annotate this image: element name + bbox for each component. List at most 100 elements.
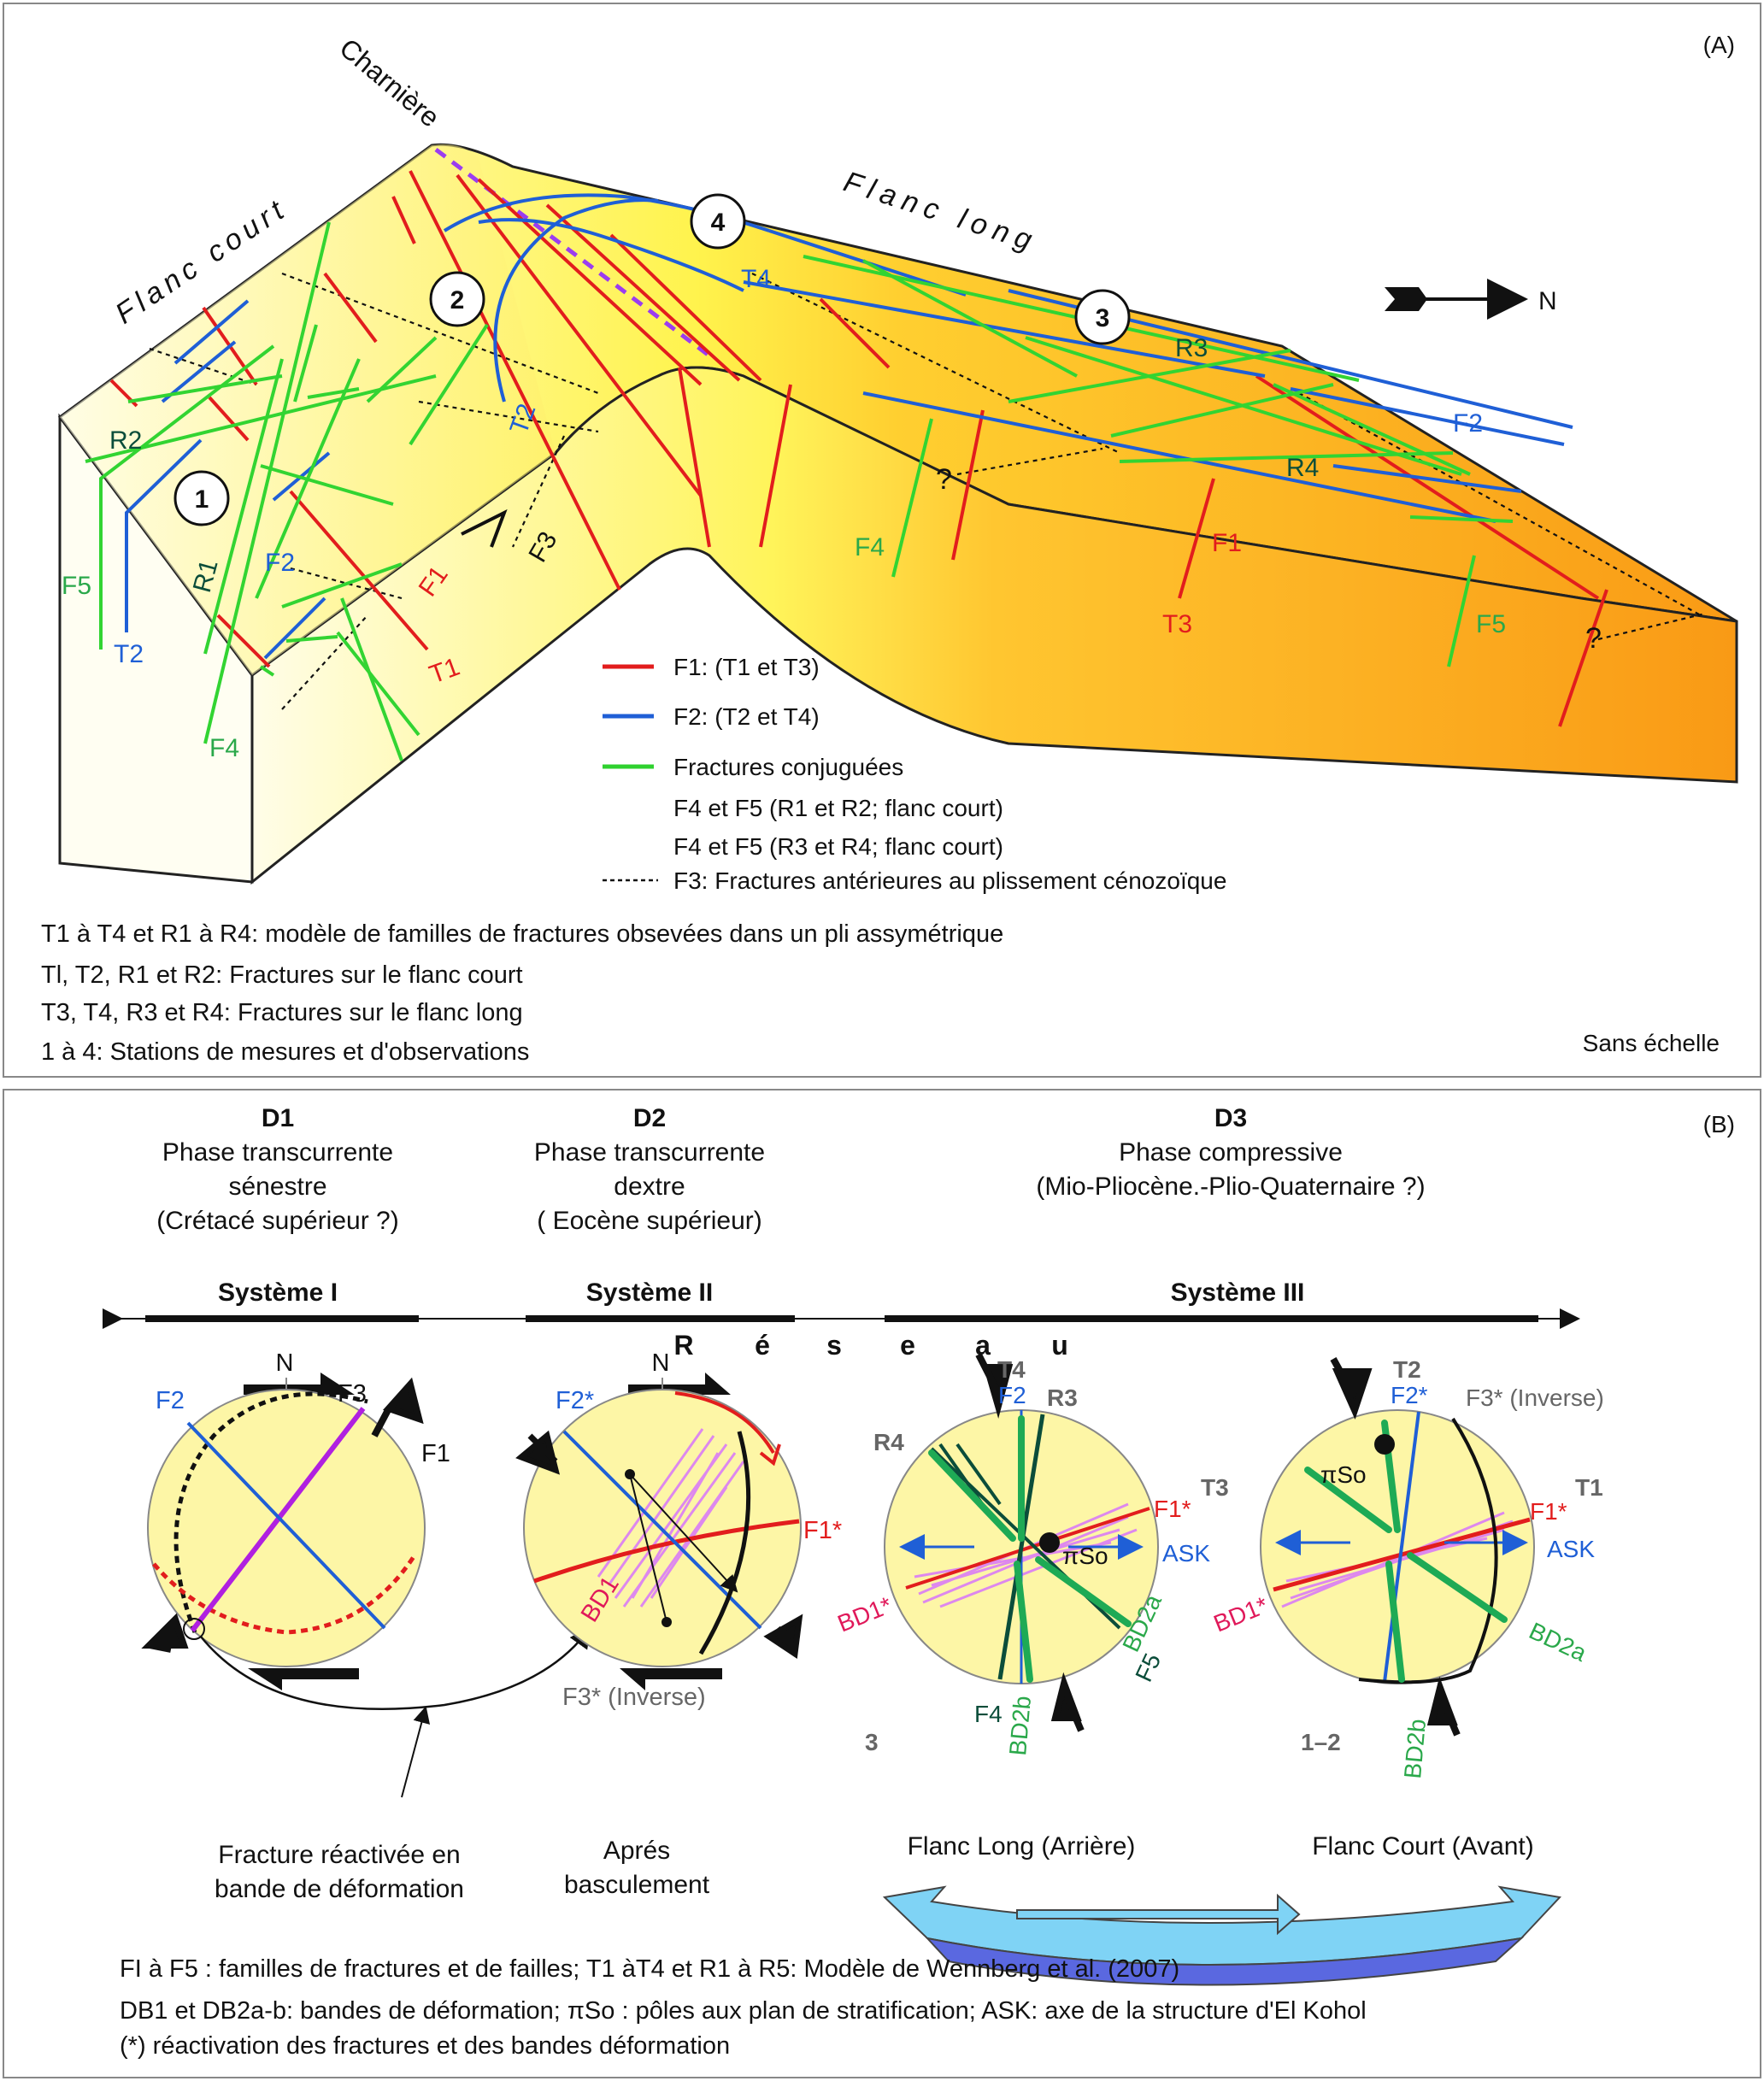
svg-text:F1*: F1* — [803, 1517, 842, 1544]
svg-text:F1: F1 — [1212, 529, 1242, 557]
stereonet-d1: N F2 F3 F1 — [141, 1349, 450, 1690]
station-1 — [173, 470, 230, 526]
north-arrow: N — [1385, 279, 1557, 320]
svg-text:F5: F5 — [1476, 610, 1506, 638]
front-face — [250, 366, 1738, 885]
sinistral-arrow-bottom — [248, 1668, 359, 1690]
panel-a-tag: (A) — [1703, 32, 1735, 58]
phase-headers: D1 Phase transcurrente sénestre (Crétacé… — [156, 1104, 1425, 1235]
svg-text:( Eocène supérieur): ( Eocène supérieur) — [537, 1207, 761, 1235]
svg-text:(*) réactivation des fractures: (*) réactivation des fractures et des ba… — [120, 2032, 730, 2060]
svg-text:T3: T3 — [1162, 610, 1192, 638]
svg-text:é: é — [755, 1330, 770, 1361]
flank-transition-arrow — [882, 1885, 1562, 1986]
svg-text:T2: T2 — [114, 640, 144, 668]
svg-text:BD2a: BD2a — [1525, 1617, 1591, 1667]
svg-text:F1: F1 — [421, 1440, 450, 1467]
svg-text:BD1*: BD1* — [1210, 1591, 1272, 1637]
system-1: Système I — [218, 1279, 338, 1307]
svg-text:F4: F4 — [209, 734, 239, 762]
svg-text:R3: R3 — [1047, 1384, 1078, 1411]
systems-timeline: Système I Système II Système III — [103, 1279, 1580, 1329]
svg-text:T1: T1 — [1575, 1474, 1603, 1501]
svg-text:R4: R4 — [873, 1429, 904, 1455]
svg-text:πSo: πSo — [1062, 1543, 1108, 1569]
svg-text:s: s — [826, 1330, 842, 1361]
fold-block-diagram — [57, 143, 1738, 885]
legend-f3: F3: Fractures antérieures au plissement … — [673, 867, 1226, 894]
charniere-label: Charnière — [334, 32, 446, 133]
svg-text:F2: F2 — [998, 1382, 1026, 1408]
svg-text:T3: T3 — [1201, 1474, 1229, 1501]
svg-text:a: a — [975, 1330, 991, 1361]
svg-text:BD1*: BD1* — [834, 1591, 896, 1637]
svg-text:F5: F5 — [62, 572, 91, 600]
sinistral-arrow-top — [244, 1373, 355, 1395]
legend-f2: F2: (T2 et T4) — [673, 703, 820, 730]
svg-text:F4: F4 — [855, 533, 885, 561]
svg-text:T4: T4 — [741, 265, 771, 293]
svg-text:Aprés: Aprés — [603, 1837, 670, 1865]
f3-shear-arrow — [461, 508, 508, 548]
panel-a-notes: T1 à T4 et R1 à R4: modèle de familles d… — [41, 920, 1003, 1066]
svg-text:3: 3 — [865, 1729, 879, 1755]
svg-text:N: N — [1538, 287, 1557, 315]
charniere-line — [434, 148, 715, 361]
svg-text:bande de déformation: bande de déformation — [215, 1875, 464, 1903]
svg-text:Tl, T2, R1 et R2: Fractures su: Tl, T2, R1 et R2: Fractures sur le flanc… — [41, 961, 523, 989]
svg-text:D2: D2 — [633, 1104, 666, 1132]
svg-text:1 à 4: Stations de mesures et: 1 à 4: Stations de mesures et d'observat… — [41, 1038, 529, 1066]
svg-text:πSo: πSo — [1320, 1461, 1367, 1488]
svg-text:F3* (Inverse): F3* (Inverse) — [562, 1684, 706, 1711]
svg-text:F2*: F2* — [1391, 1382, 1428, 1408]
svg-text:basculement: basculement — [564, 1871, 710, 1899]
legend-f45a: F4 et F5 (R1 et R2; flanc court) — [673, 795, 1003, 821]
svg-text:F3: F3 — [338, 1380, 367, 1408]
panel-a-legend: F1: (T1 et T3) F2: (T2 et T4) Fractures … — [603, 654, 1226, 894]
reactivation-arrow — [200, 1625, 591, 1710]
svg-text:(Crétacé supérieur ?): (Crétacé supérieur ?) — [156, 1207, 398, 1235]
svg-text:?: ? — [1585, 622, 1602, 655]
svg-text:R3: R3 — [1175, 334, 1208, 362]
svg-text:BD2b: BD2b — [1004, 1695, 1036, 1756]
svg-text:ASK: ASK — [1162, 1540, 1210, 1567]
svg-text:F2: F2 — [156, 1387, 185, 1414]
station-2 — [429, 271, 485, 327]
svg-text:T4: T4 — [997, 1356, 1026, 1383]
svg-text:2: 2 — [450, 286, 465, 315]
svg-text:3: 3 — [1096, 304, 1110, 332]
svg-text:ASK: ASK — [1547, 1536, 1595, 1562]
svg-text:R2: R2 — [109, 426, 142, 455]
svg-text:N: N — [276, 1349, 294, 1377]
svg-text:sénestre: sénestre — [228, 1173, 326, 1201]
svg-text:1: 1 — [195, 485, 209, 514]
legend-conj: Fractures conjuguées — [673, 754, 903, 780]
svg-text:F1*: F1* — [1154, 1496, 1191, 1522]
panel-b-notes: FI à F5 : familles de fractures et de fa… — [120, 1955, 1367, 2060]
svg-text:F4: F4 — [974, 1701, 1003, 1727]
svg-text:Flanc Long (Arrière): Flanc Long (Arrière) — [908, 1832, 1136, 1861]
svg-text:N: N — [652, 1349, 670, 1377]
svg-text:D3: D3 — [1214, 1104, 1247, 1132]
svg-text:D1: D1 — [262, 1104, 294, 1132]
legend-f45b: F4 et F5 (R3 et R4; flanc court) — [673, 833, 1003, 860]
panel-b-frame — [3, 1089, 1761, 2078]
caption-pointer — [401, 1706, 431, 1798]
system-2: Système II — [586, 1279, 713, 1307]
f1-red-lines — [109, 170, 1608, 727]
svg-text:T1 à T4 et R1 à R4: modèle de: T1 à T4 et R1 à R4: modèle de familles d… — [41, 920, 1003, 948]
svg-text:Phase transcurrente: Phase transcurrente — [162, 1138, 393, 1167]
svg-text:BD2b: BD2b — [1399, 1718, 1431, 1779]
svg-text:u: u — [1051, 1330, 1068, 1361]
svg-text:F5: F5 — [1130, 1649, 1166, 1686]
svg-text:R: R — [673, 1330, 693, 1361]
svg-text:F3* (Inverse): F3* (Inverse) — [1466, 1384, 1604, 1411]
flanc-long-label: Flanc long — [840, 165, 1043, 258]
system-3: Système III — [1171, 1279, 1305, 1307]
svg-text:F2: F2 — [1453, 409, 1483, 438]
svg-text:FI à F5 : familles de fracture: FI à F5 : familles de fractures et de fa… — [120, 1955, 1179, 1983]
svg-text:dextre: dextre — [614, 1173, 685, 1201]
scale-note: Sans échelle — [1583, 1030, 1720, 1056]
svg-text:F1*: F1* — [1530, 1498, 1567, 1525]
svg-text:F2: F2 — [265, 549, 295, 577]
